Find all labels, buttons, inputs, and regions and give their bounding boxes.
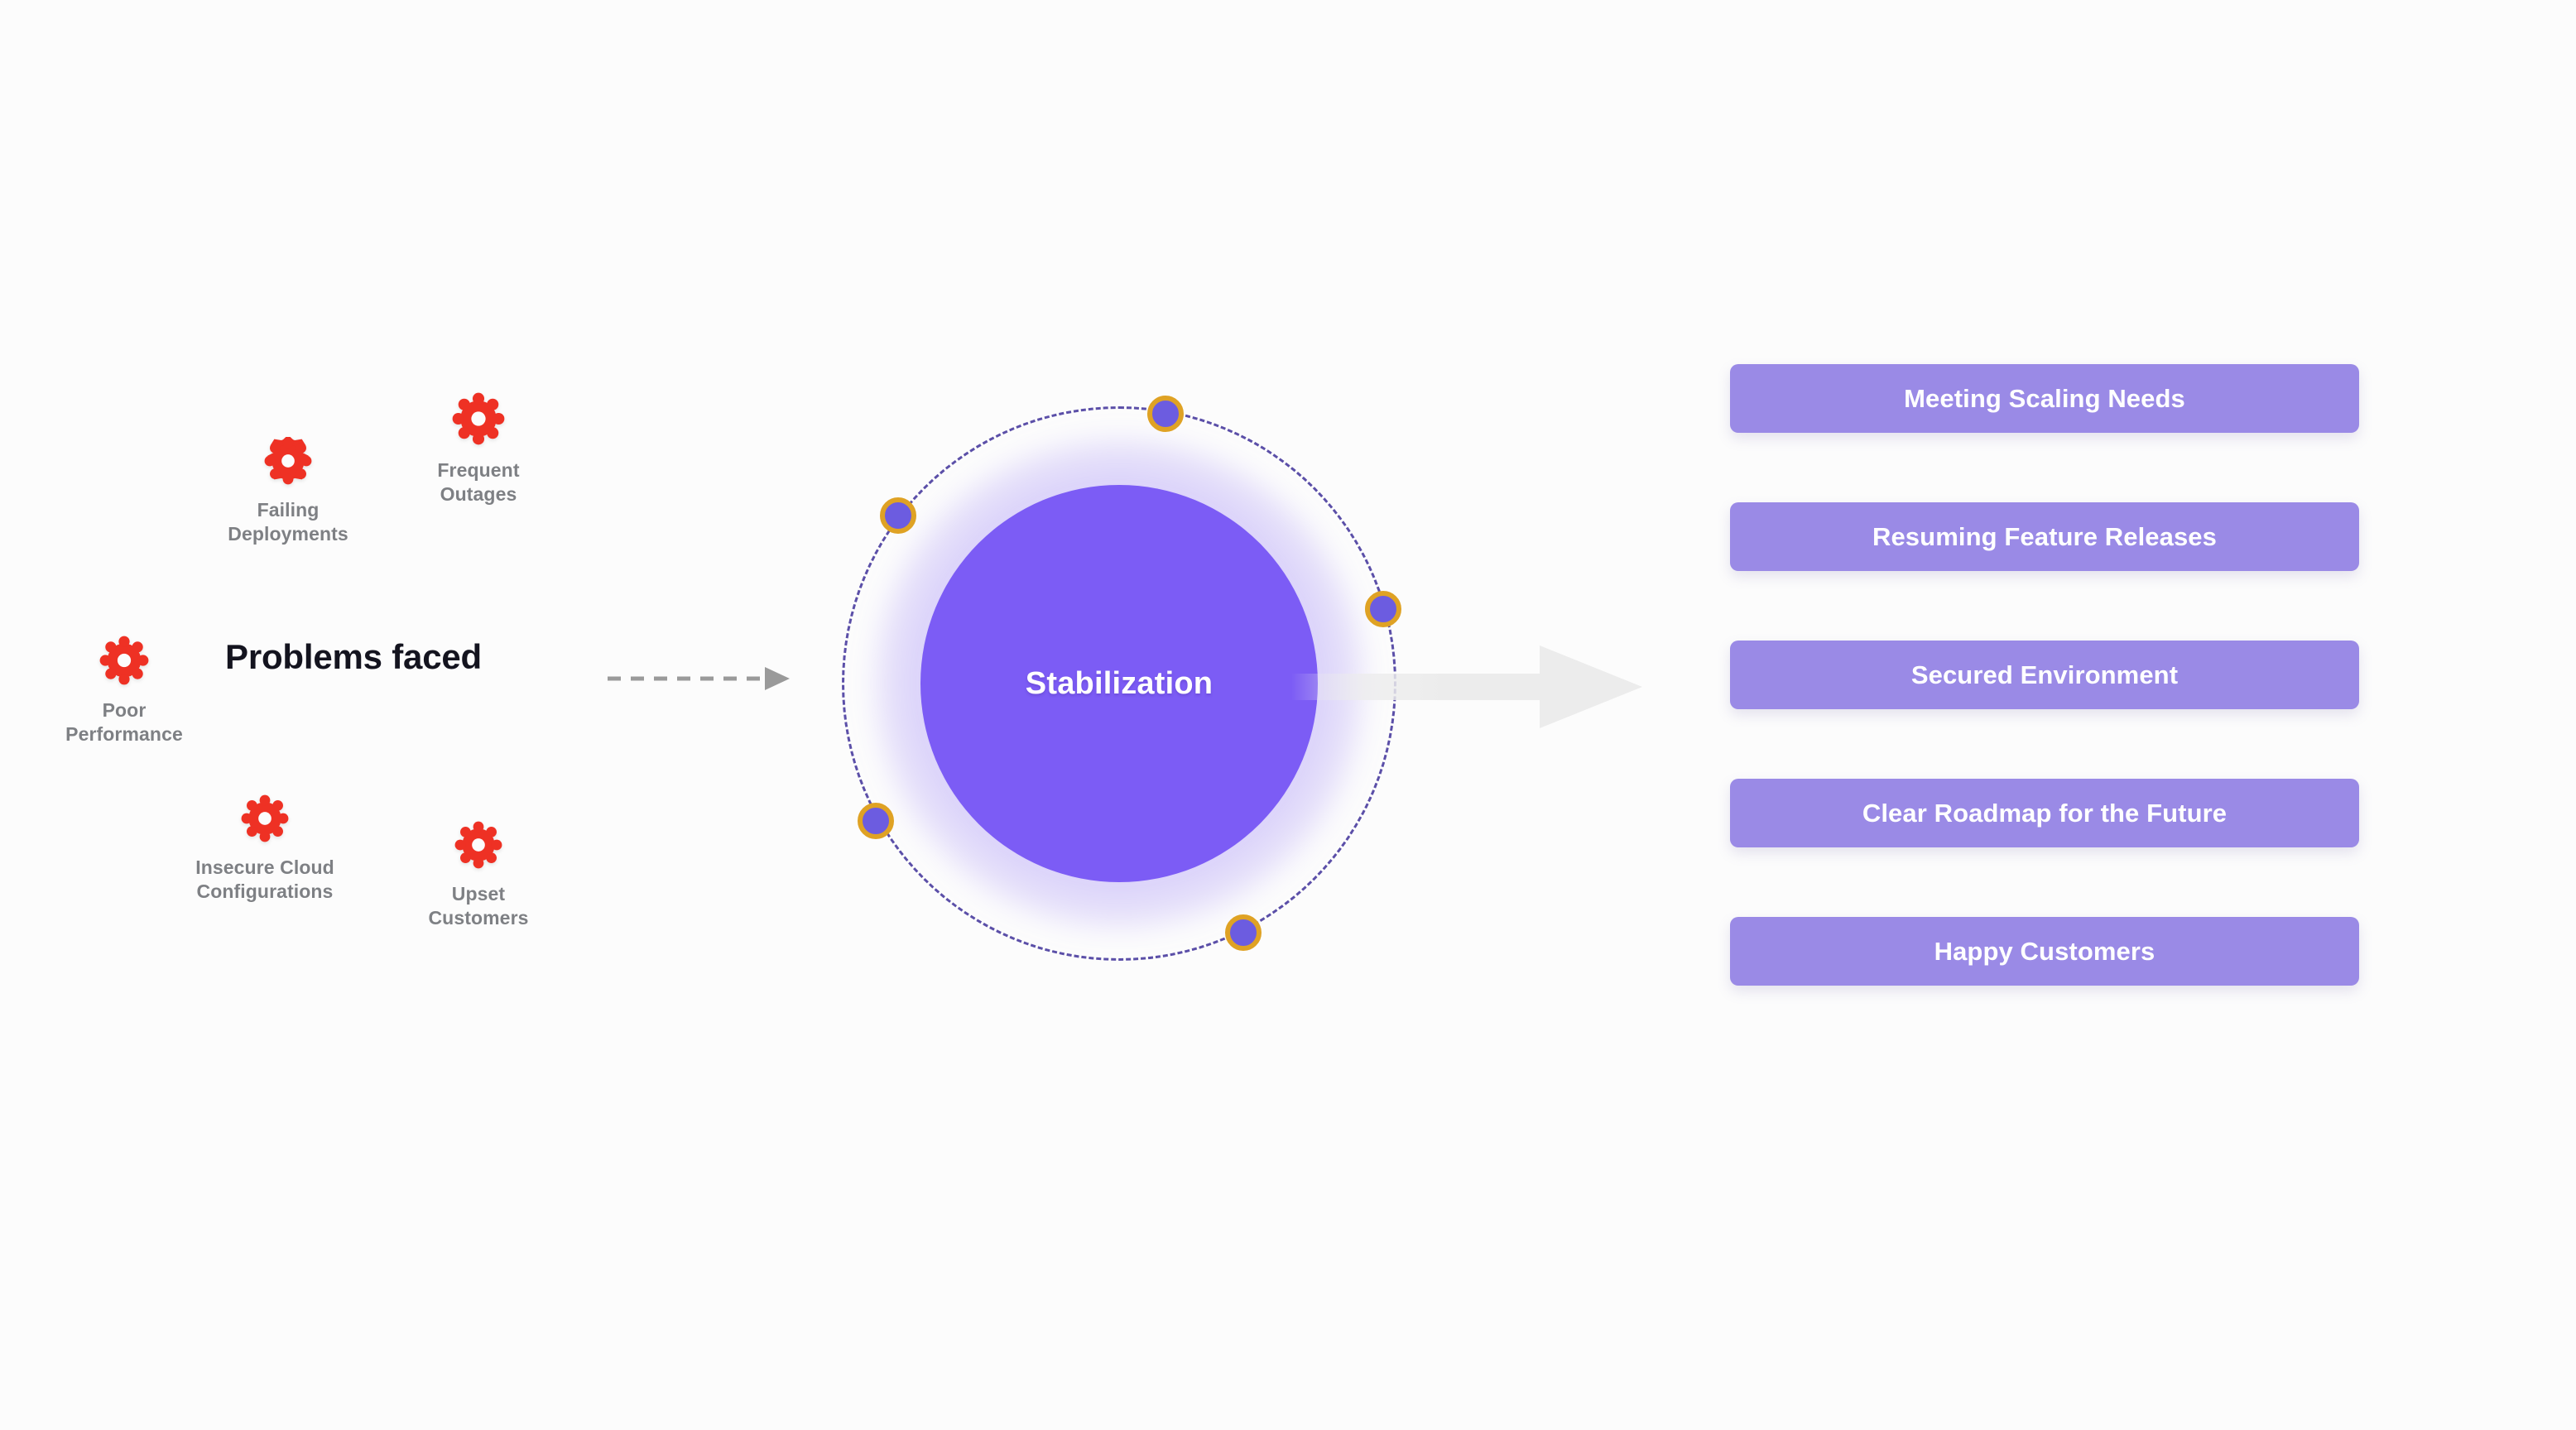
outcome-button-resuming-feature-releases[interactable]: Resuming Feature Releases (1730, 502, 2359, 571)
orbit-node-upper-left[interactable] (880, 497, 916, 534)
gear-icon (241, 794, 289, 842)
gear-icon (99, 636, 149, 685)
stabilization-circle[interactable]: Stabilization (920, 485, 1318, 882)
problem-label: Poor Performance (65, 699, 183, 746)
orbit-node-lower-left[interactable] (858, 803, 894, 839)
problem-label: Failing Deployments (228, 499, 348, 545)
problem-item-failing-deployments: Failing Deployments (164, 437, 412, 547)
problems-faced-title: Problems faced (225, 637, 482, 676)
outcome-label: Clear Roadmap for the Future (1862, 798, 2228, 828)
problem-label: Upset Customers (428, 883, 529, 929)
orbit-node-right[interactable] (1365, 591, 1401, 627)
outcome-button-happy-customers[interactable]: Happy Customers (1730, 917, 2359, 986)
orbit-node-bottom[interactable] (1225, 914, 1262, 951)
outcome-label: Resuming Feature Releases (1872, 521, 2217, 551)
outcome-label: Meeting Scaling Needs (1904, 383, 2185, 413)
problem-item-upset-customers: Upset Customers (354, 821, 603, 931)
gear-icon (454, 821, 502, 869)
stabilization-label: Stabilization (1025, 665, 1214, 701)
outcome-button-clear-roadmap-for-the-future[interactable]: Clear Roadmap for the Future (1730, 779, 2359, 847)
problem-item-poor-performance: Poor Performance (0, 636, 248, 747)
gear-icon (452, 392, 505, 445)
problem-label: Insecure Cloud Configurations (195, 857, 334, 903)
problem-item-insecure-cloud-configurations: Insecure Cloud Configurations (141, 794, 389, 905)
outcome-label: Secured Environment (1910, 660, 2179, 689)
problem-label: Frequent Outages (437, 459, 520, 506)
arrow-right-icon (1291, 645, 1642, 728)
outcomes-list: Meeting Scaling Needs Resuming Feature R… (1730, 364, 2359, 986)
outcome-button-secured-environment[interactable]: Secured Environment (1730, 641, 2359, 709)
orbit-node-top[interactable] (1147, 396, 1184, 432)
dashed-arrow-right-icon (608, 667, 790, 690)
stabilization-stage: Stabilization (780, 344, 1459, 1023)
outcome-button-meeting-scaling-needs[interactable]: Meeting Scaling Needs (1730, 364, 2359, 433)
outcome-label: Happy Customers (1934, 936, 2155, 966)
gear-icon (264, 437, 312, 485)
problem-item-frequent-outages: Frequent Outages (354, 392, 603, 507)
